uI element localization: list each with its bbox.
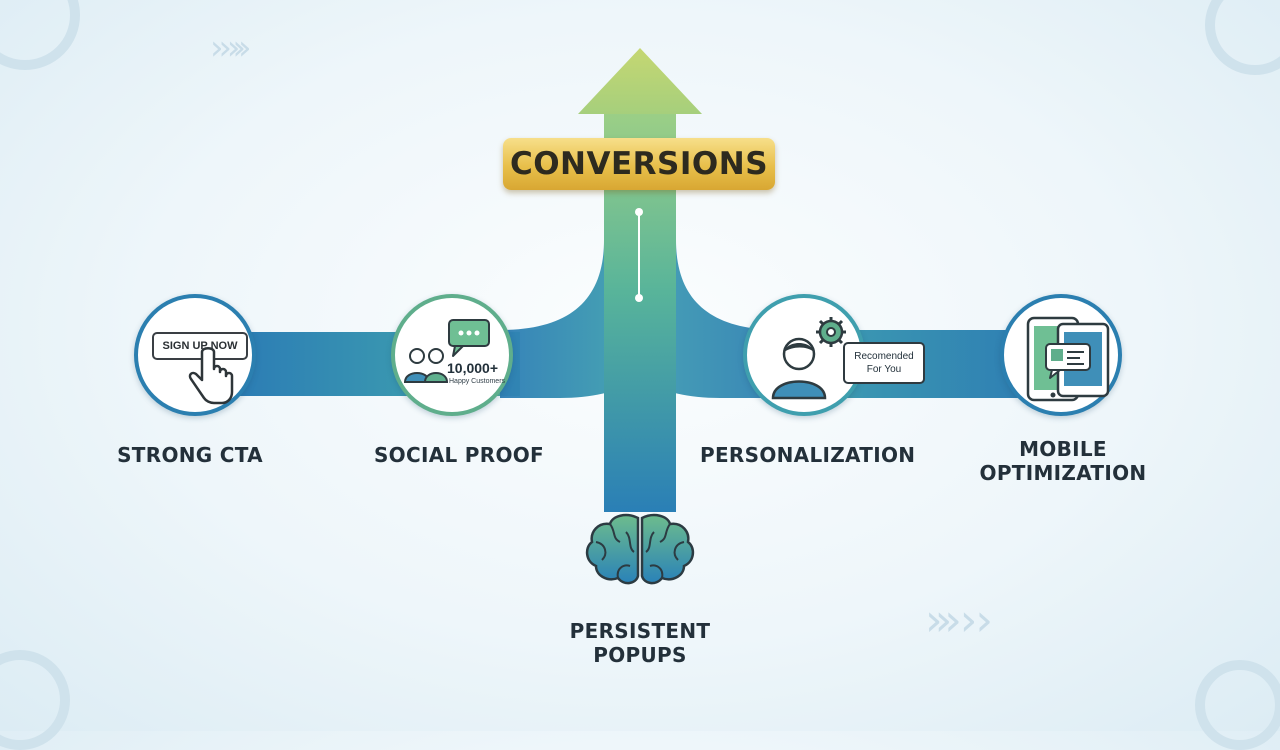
persistent-popups-line2: POPUPS bbox=[593, 643, 687, 667]
mobile-optimization-line2: OPTIMIZATION bbox=[979, 461, 1147, 485]
personalization-label: PERSONALIZATION bbox=[700, 443, 916, 467]
phone-tablet-icon bbox=[1026, 316, 1110, 402]
social-proof-node: 10,000+ Happy Customers bbox=[391, 294, 513, 416]
background-gear-icon bbox=[1205, 0, 1280, 75]
sign-up-now-button: SIGN UP NOW bbox=[152, 332, 248, 360]
arrow-head bbox=[578, 48, 702, 114]
strong-cta-label: STRONG CTA bbox=[117, 443, 263, 467]
brain-icon bbox=[585, 513, 695, 585]
persistent-popups-label: PERSISTENT POPUPS bbox=[548, 619, 732, 667]
recommendation-line2: For You bbox=[866, 364, 902, 375]
social-proof-label: SOCIAL PROOF bbox=[373, 443, 545, 467]
background-chevrons-icon: ››› › › bbox=[925, 595, 993, 646]
conversions-badge: CONVERSIONS bbox=[503, 138, 775, 190]
strong-cta-node: SIGN UP NOW bbox=[134, 294, 256, 416]
personalization-node: Recomended For You bbox=[743, 294, 925, 416]
background-gear-icon bbox=[0, 0, 80, 70]
people-chat-icon bbox=[403, 319, 490, 383]
mobile-optimization-line1: MOBILE bbox=[1019, 437, 1107, 461]
customer-count: 10,000+ bbox=[447, 360, 498, 376]
mobile-optimization-label: MOBILE OPTIMIZATION bbox=[970, 437, 1156, 485]
recommendation-bubble: Recomended For You bbox=[843, 342, 925, 384]
mobile-optimization-node bbox=[1000, 294, 1122, 416]
persistent-popups-line1: PERSISTENT bbox=[569, 619, 711, 643]
user-gear-icon bbox=[771, 317, 846, 400]
conversions-label: CONVERSIONS bbox=[509, 146, 769, 182]
recommendation-line1: Recomended bbox=[854, 351, 914, 362]
customer-count-caption: Happy Customers bbox=[449, 378, 506, 385]
pointer-hand-icon bbox=[188, 347, 234, 405]
